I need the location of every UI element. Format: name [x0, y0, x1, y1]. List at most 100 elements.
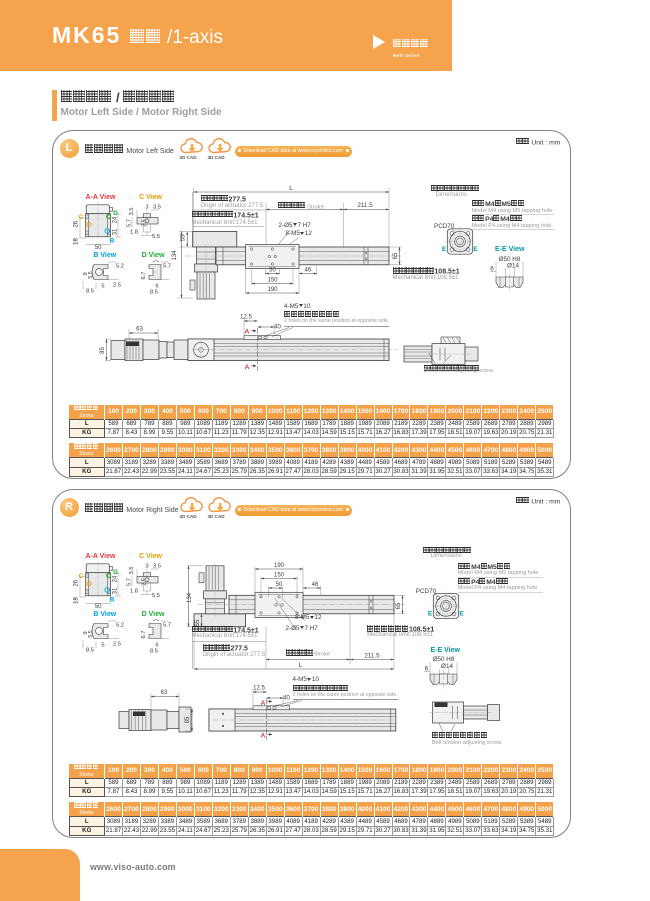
svg-text:PCD70: PCD70 — [415, 588, 436, 595]
svg-text:A: A — [260, 733, 265, 740]
svg-text:24: 24 — [112, 216, 118, 223]
svg-text:55: 55 — [180, 234, 186, 241]
svg-text:3.5: 3.5 — [129, 566, 135, 574]
svg-text:46: 46 — [311, 582, 318, 588]
svg-text:26: 26 — [73, 220, 79, 227]
svg-text:E: E — [459, 610, 464, 617]
svg-text:63: 63 — [160, 690, 167, 696]
svg-text:L: L — [289, 185, 293, 192]
svg-text:46: 46 — [304, 268, 311, 274]
svg-text:A: A — [244, 329, 249, 336]
svg-text:150: 150 — [273, 573, 284, 579]
svg-text:5.5: 5.5 — [88, 271, 94, 278]
svg-text:55: 55 — [195, 619, 201, 626]
svg-text:Ø14: Ø14 — [441, 663, 453, 670]
svg-text:18: 18 — [73, 597, 79, 604]
svg-text:5: 5 — [101, 643, 104, 649]
svg-text:6.7: 6.7 — [141, 271, 147, 279]
svg-text:1.8: 1.8 — [129, 230, 137, 236]
svg-text:5.7: 5.7 — [162, 623, 170, 629]
svg-text:50: 50 — [94, 604, 101, 610]
svg-text:E-E View: E-E View — [495, 246, 525, 253]
svg-text:211.5: 211.5 — [357, 202, 373, 209]
svg-text:Ø50 H8: Ø50 H8 — [432, 656, 454, 663]
svg-text:6: 6 — [155, 284, 158, 290]
svg-text:A-A View: A-A View — [85, 194, 116, 201]
svg-text:134: 134 — [172, 250, 178, 261]
svg-text:85: 85 — [185, 716, 191, 723]
svg-text:D View: D View — [141, 611, 164, 618]
svg-text:Ø14: Ø14 — [507, 263, 519, 270]
svg-text:D: D — [113, 569, 118, 576]
svg-text:18: 18 — [73, 238, 79, 245]
svg-text:3.5: 3.5 — [152, 205, 160, 211]
svg-text:D View: D View — [141, 252, 164, 259]
svg-text:A: A — [260, 700, 265, 707]
svg-text:6: 6 — [155, 643, 158, 649]
svg-text:C View: C View — [139, 194, 162, 201]
svg-text:50: 50 — [269, 268, 276, 274]
svg-text:C View: C View — [139, 553, 162, 560]
svg-text:E-E View: E-E View — [430, 647, 460, 654]
svg-text:5.7: 5.7 — [126, 219, 132, 227]
svg-text:5.7: 5.7 — [162, 264, 170, 270]
svg-text:190: 190 — [267, 287, 278, 293]
svg-text:8.5: 8.5 — [85, 289, 93, 295]
svg-text:50: 50 — [275, 582, 282, 588]
svg-text:E: E — [473, 246, 478, 253]
svg-text:40: 40 — [274, 325, 281, 331]
svg-text:8.5: 8.5 — [149, 290, 157, 296]
svg-text:26: 26 — [73, 579, 79, 586]
svg-text:63: 63 — [136, 327, 143, 333]
svg-text:3.5: 3.5 — [129, 207, 135, 215]
svg-text:E: E — [441, 246, 446, 253]
svg-text:8.5: 8.5 — [149, 649, 157, 655]
svg-text:B: B — [109, 597, 114, 604]
svg-text:5.2: 5.2 — [115, 623, 123, 629]
svg-text:65: 65 — [393, 252, 399, 259]
svg-text:9: 9 — [83, 272, 89, 275]
svg-text:3.5: 3.5 — [152, 564, 160, 570]
svg-text:B View: B View — [93, 611, 116, 618]
svg-text:2.5: 2.5 — [141, 578, 147, 585]
svg-text:5.2: 5.2 — [115, 264, 123, 270]
svg-text:3: 3 — [145, 205, 148, 211]
svg-text:A-A View: A-A View — [85, 553, 116, 560]
svg-text:3: 3 — [145, 564, 148, 570]
svg-text:8.5: 8.5 — [85, 648, 93, 654]
svg-text:5.7: 5.7 — [126, 578, 132, 586]
svg-text:L: L — [298, 662, 302, 669]
svg-text:2.5: 2.5 — [112, 642, 120, 648]
svg-text:5.5: 5.5 — [151, 234, 159, 240]
svg-text:150: 150 — [267, 278, 278, 284]
svg-text:40: 40 — [283, 696, 290, 702]
svg-text:6.7: 6.7 — [141, 630, 147, 638]
svg-text:C: C — [78, 573, 83, 580]
svg-text:1.8: 1.8 — [129, 589, 137, 595]
svg-text:5: 5 — [101, 284, 104, 290]
svg-text:A: A — [244, 364, 249, 371]
svg-text:190: 190 — [273, 563, 284, 569]
svg-text:211.5: 211.5 — [364, 652, 380, 659]
svg-text:6: 6 — [490, 266, 494, 273]
svg-text:31: 31 — [112, 587, 118, 594]
svg-text:Ø50 H8: Ø50 H8 — [498, 256, 520, 263]
svg-text:C: C — [78, 214, 83, 221]
svg-text:5.5: 5.5 — [88, 630, 94, 637]
svg-text:PCD70: PCD70 — [434, 223, 455, 230]
svg-text:24: 24 — [112, 575, 118, 582]
svg-text:2.5: 2.5 — [112, 283, 120, 289]
svg-text:12.5: 12.5 — [240, 315, 252, 321]
svg-text:D: D — [113, 210, 118, 217]
svg-text:5.5: 5.5 — [151, 593, 159, 599]
svg-text:B View: B View — [93, 252, 116, 259]
svg-text:E: E — [427, 610, 432, 617]
svg-text:50: 50 — [94, 245, 101, 251]
svg-text:134: 134 — [187, 592, 193, 603]
svg-text:85: 85 — [100, 347, 106, 354]
svg-text:12.5: 12.5 — [253, 686, 265, 692]
svg-text:6: 6 — [424, 666, 428, 673]
svg-text:9: 9 — [83, 631, 89, 634]
svg-text:65: 65 — [396, 602, 402, 609]
svg-text:B: B — [109, 238, 114, 245]
